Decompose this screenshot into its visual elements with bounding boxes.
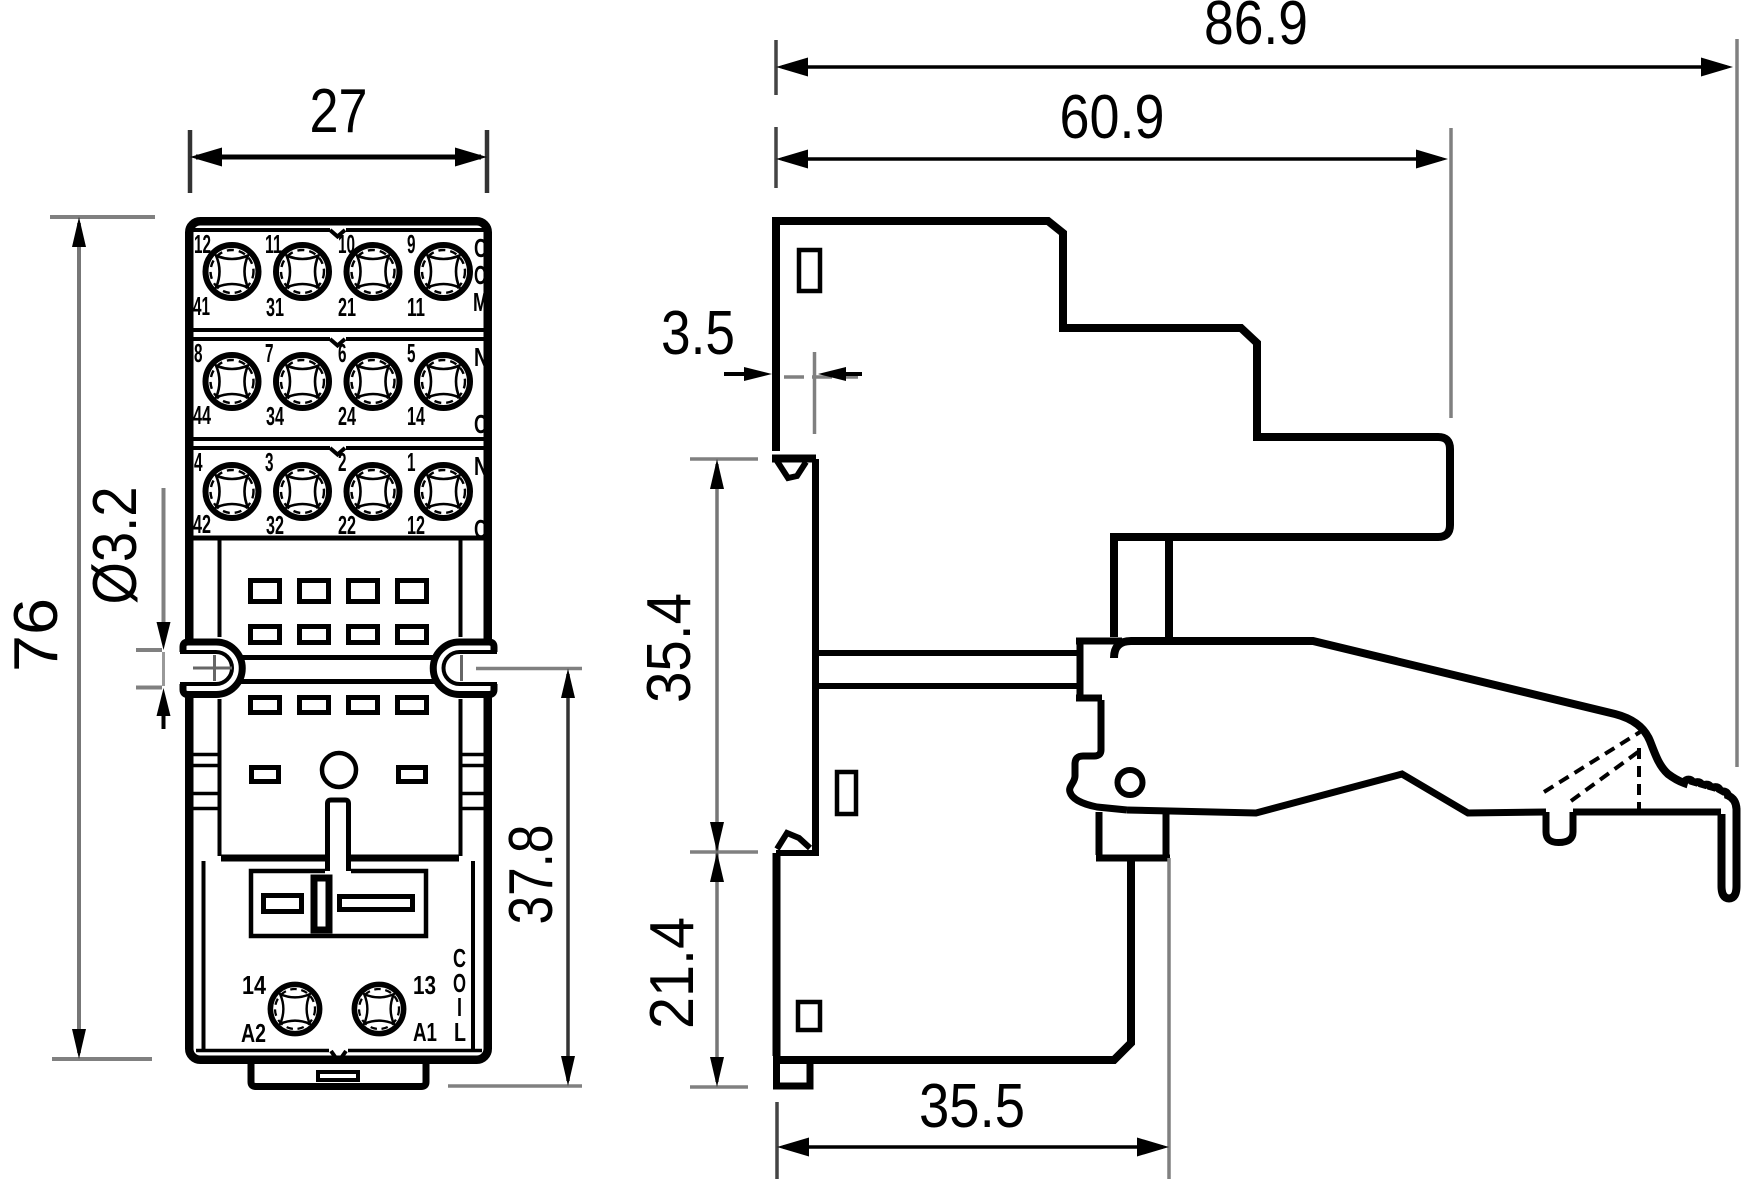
svg-text:27: 27 xyxy=(310,77,368,146)
svg-text:L: L xyxy=(454,1017,466,1047)
svg-text:86.9: 86.9 xyxy=(1204,0,1308,58)
svg-text:3.5: 3.5 xyxy=(661,299,735,368)
svg-text:14: 14 xyxy=(242,970,266,1000)
svg-text:11: 11 xyxy=(265,229,282,259)
svg-text:60.9: 60.9 xyxy=(1060,83,1165,152)
svg-text:5: 5 xyxy=(407,338,416,368)
svg-text:2: 2 xyxy=(338,447,347,477)
svg-text:A2: A2 xyxy=(241,1018,266,1048)
svg-text:N: N xyxy=(474,342,488,372)
svg-text:12: 12 xyxy=(194,229,211,259)
svg-text:21: 21 xyxy=(338,292,356,322)
svg-text:35.5: 35.5 xyxy=(919,1072,1025,1141)
svg-text:O: O xyxy=(474,409,488,439)
svg-text:I: I xyxy=(457,992,462,1022)
svg-text:O: O xyxy=(474,260,487,290)
svg-text:7: 7 xyxy=(265,338,274,368)
svg-text:9: 9 xyxy=(407,229,416,259)
svg-text:14: 14 xyxy=(407,401,425,431)
svg-text:12: 12 xyxy=(407,510,425,540)
svg-text:C: C xyxy=(453,943,466,973)
svg-text:42: 42 xyxy=(193,509,211,539)
svg-text:1: 1 xyxy=(407,447,416,477)
svg-text:31: 31 xyxy=(266,292,284,322)
svg-text:76: 76 xyxy=(2,598,71,672)
svg-text:21.4: 21.4 xyxy=(638,917,707,1029)
svg-text:11: 11 xyxy=(407,292,425,322)
svg-text:32: 32 xyxy=(266,510,284,540)
svg-text:N: N xyxy=(474,451,488,481)
svg-text:C: C xyxy=(474,514,487,544)
svg-text:3: 3 xyxy=(265,447,274,477)
svg-text:4: 4 xyxy=(194,447,203,477)
svg-text:A1: A1 xyxy=(413,1017,437,1047)
svg-text:C: C xyxy=(474,233,487,263)
svg-text:13: 13 xyxy=(413,970,436,1000)
svg-text:O: O xyxy=(453,968,466,998)
svg-text:8: 8 xyxy=(194,338,203,368)
svg-text:24: 24 xyxy=(338,401,356,431)
svg-text:34: 34 xyxy=(266,401,284,431)
svg-text:6: 6 xyxy=(338,338,347,368)
svg-text:35.4: 35.4 xyxy=(635,593,704,703)
svg-text:Ø3.2: Ø3.2 xyxy=(81,487,150,605)
svg-text:41: 41 xyxy=(193,291,210,321)
svg-text:10: 10 xyxy=(338,229,355,259)
svg-text:M: M xyxy=(473,287,488,317)
svg-text:37.8: 37.8 xyxy=(497,825,566,925)
svg-text:44: 44 xyxy=(193,400,211,430)
svg-text:22: 22 xyxy=(338,510,356,540)
